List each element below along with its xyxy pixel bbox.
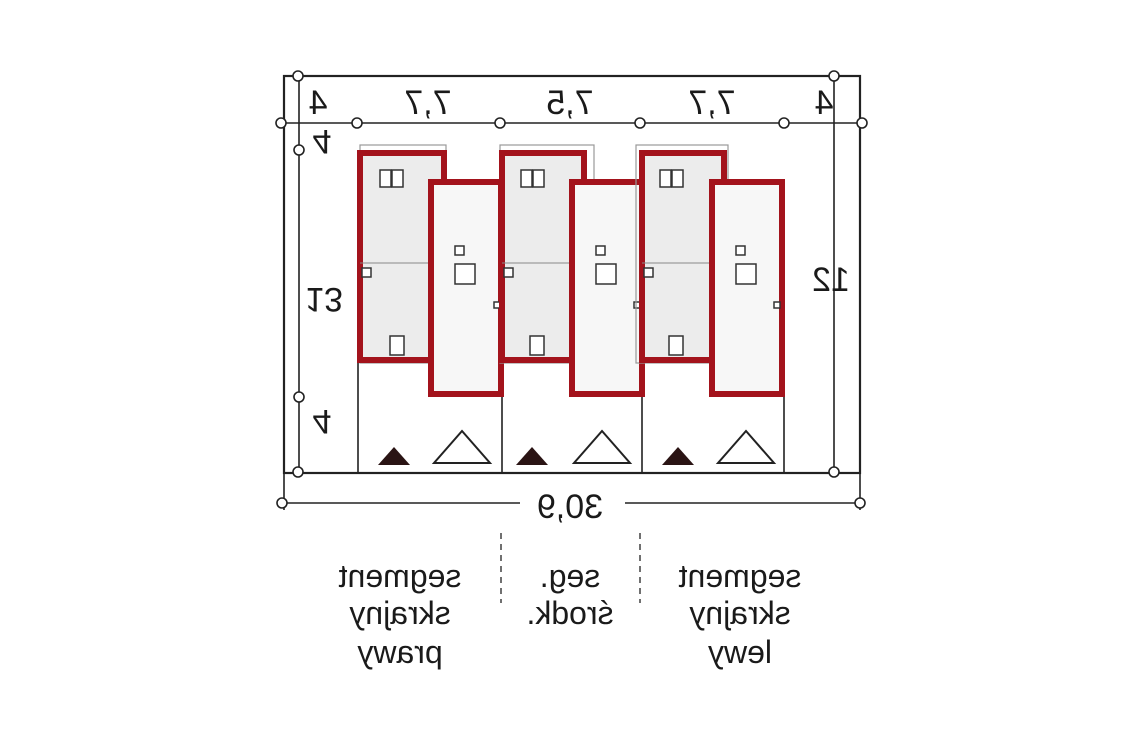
building-front-1 <box>428 179 504 397</box>
dim-left-middle: 13 <box>305 280 343 318</box>
dim-top-segment-left: 7,7 <box>404 84 451 122</box>
dim-total-width: 30,9 <box>537 488 603 526</box>
entrance-marker-2-icon <box>516 447 548 465</box>
dim-left-bottom: 4 <box>313 122 332 160</box>
segment-right-line-2: skrajny <box>349 595 450 631</box>
building-front-3 <box>709 179 785 397</box>
segment-left-line-2: skrajny <box>689 595 790 631</box>
dim-top-edge-left: 4 <box>309 84 328 122</box>
segment-right-line-3: prawy <box>357 634 442 670</box>
segment-captions: segment skrajny prawy seg. środk. segmen… <box>339 558 802 670</box>
parking-marker-3-icon <box>715 429 777 464</box>
plot-boundary <box>282 74 862 475</box>
segment-left-line-1: segment <box>679 558 802 594</box>
dim-left-top: 4 <box>313 402 332 440</box>
mirrored-dimension-labels: 4 7,7 7,5 7,7 4 30,9 12 <box>309 84 850 526</box>
dim-right-side: 12 <box>812 261 850 299</box>
left-dimension-labels: 4 13 4 <box>305 122 343 440</box>
parking-marker-2-icon <box>571 429 633 464</box>
segment-middle-line-2: środk. <box>526 595 613 631</box>
parking-marker-1-icon <box>431 429 493 464</box>
segment-middle-line-1: seg. <box>540 558 600 594</box>
entrance-marker-3-icon <box>662 447 694 465</box>
entrance-marker-1-icon <box>378 447 410 465</box>
dim-top-edge-right: 4 <box>815 84 834 122</box>
dim-top-segment-middle: 7,5 <box>546 84 593 122</box>
dim-top-segment-right: 7,7 <box>688 84 735 122</box>
segment-left-line-3: lewy <box>708 634 772 670</box>
dimension-nodes <box>275 70 868 509</box>
segment-right-line-1: segment <box>339 558 462 594</box>
building-front-2 <box>569 179 645 397</box>
